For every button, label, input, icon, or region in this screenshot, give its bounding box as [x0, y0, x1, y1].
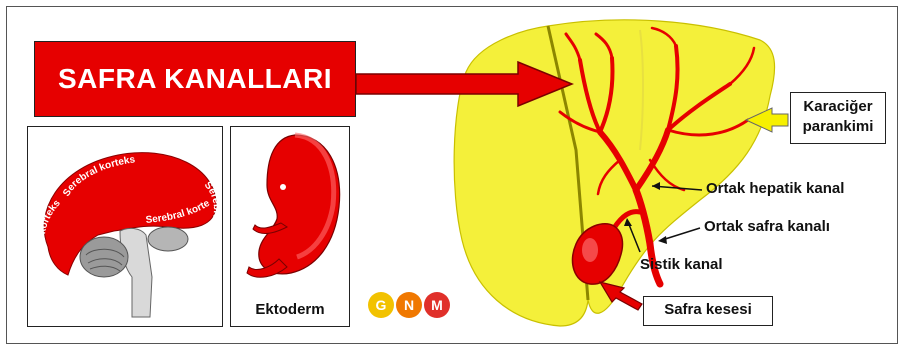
gnm-logo: G N M [368, 290, 452, 320]
hepatic-duct-label: Ortak hepatik kanal [706, 180, 844, 197]
cystic-duct-label: Sistik kanal [640, 256, 723, 273]
parenchyma-callout: Karaciğer parankimi [790, 92, 886, 144]
logo-letter-m: M [424, 292, 450, 318]
gallbladder-label: Safra kesesi [664, 301, 752, 318]
logo-letter-g: G [368, 292, 394, 318]
bile-duct-label: Ortak safra kanalı [704, 218, 830, 235]
logo-letter-n: N [396, 292, 422, 318]
parenchyma-label-line2: parankimi [791, 117, 885, 137]
bile-duct-pointer [662, 228, 700, 240]
gallbladder-callout: Safra kesesi [643, 296, 773, 326]
parenchyma-label-line1: Karaciğer [791, 97, 885, 117]
